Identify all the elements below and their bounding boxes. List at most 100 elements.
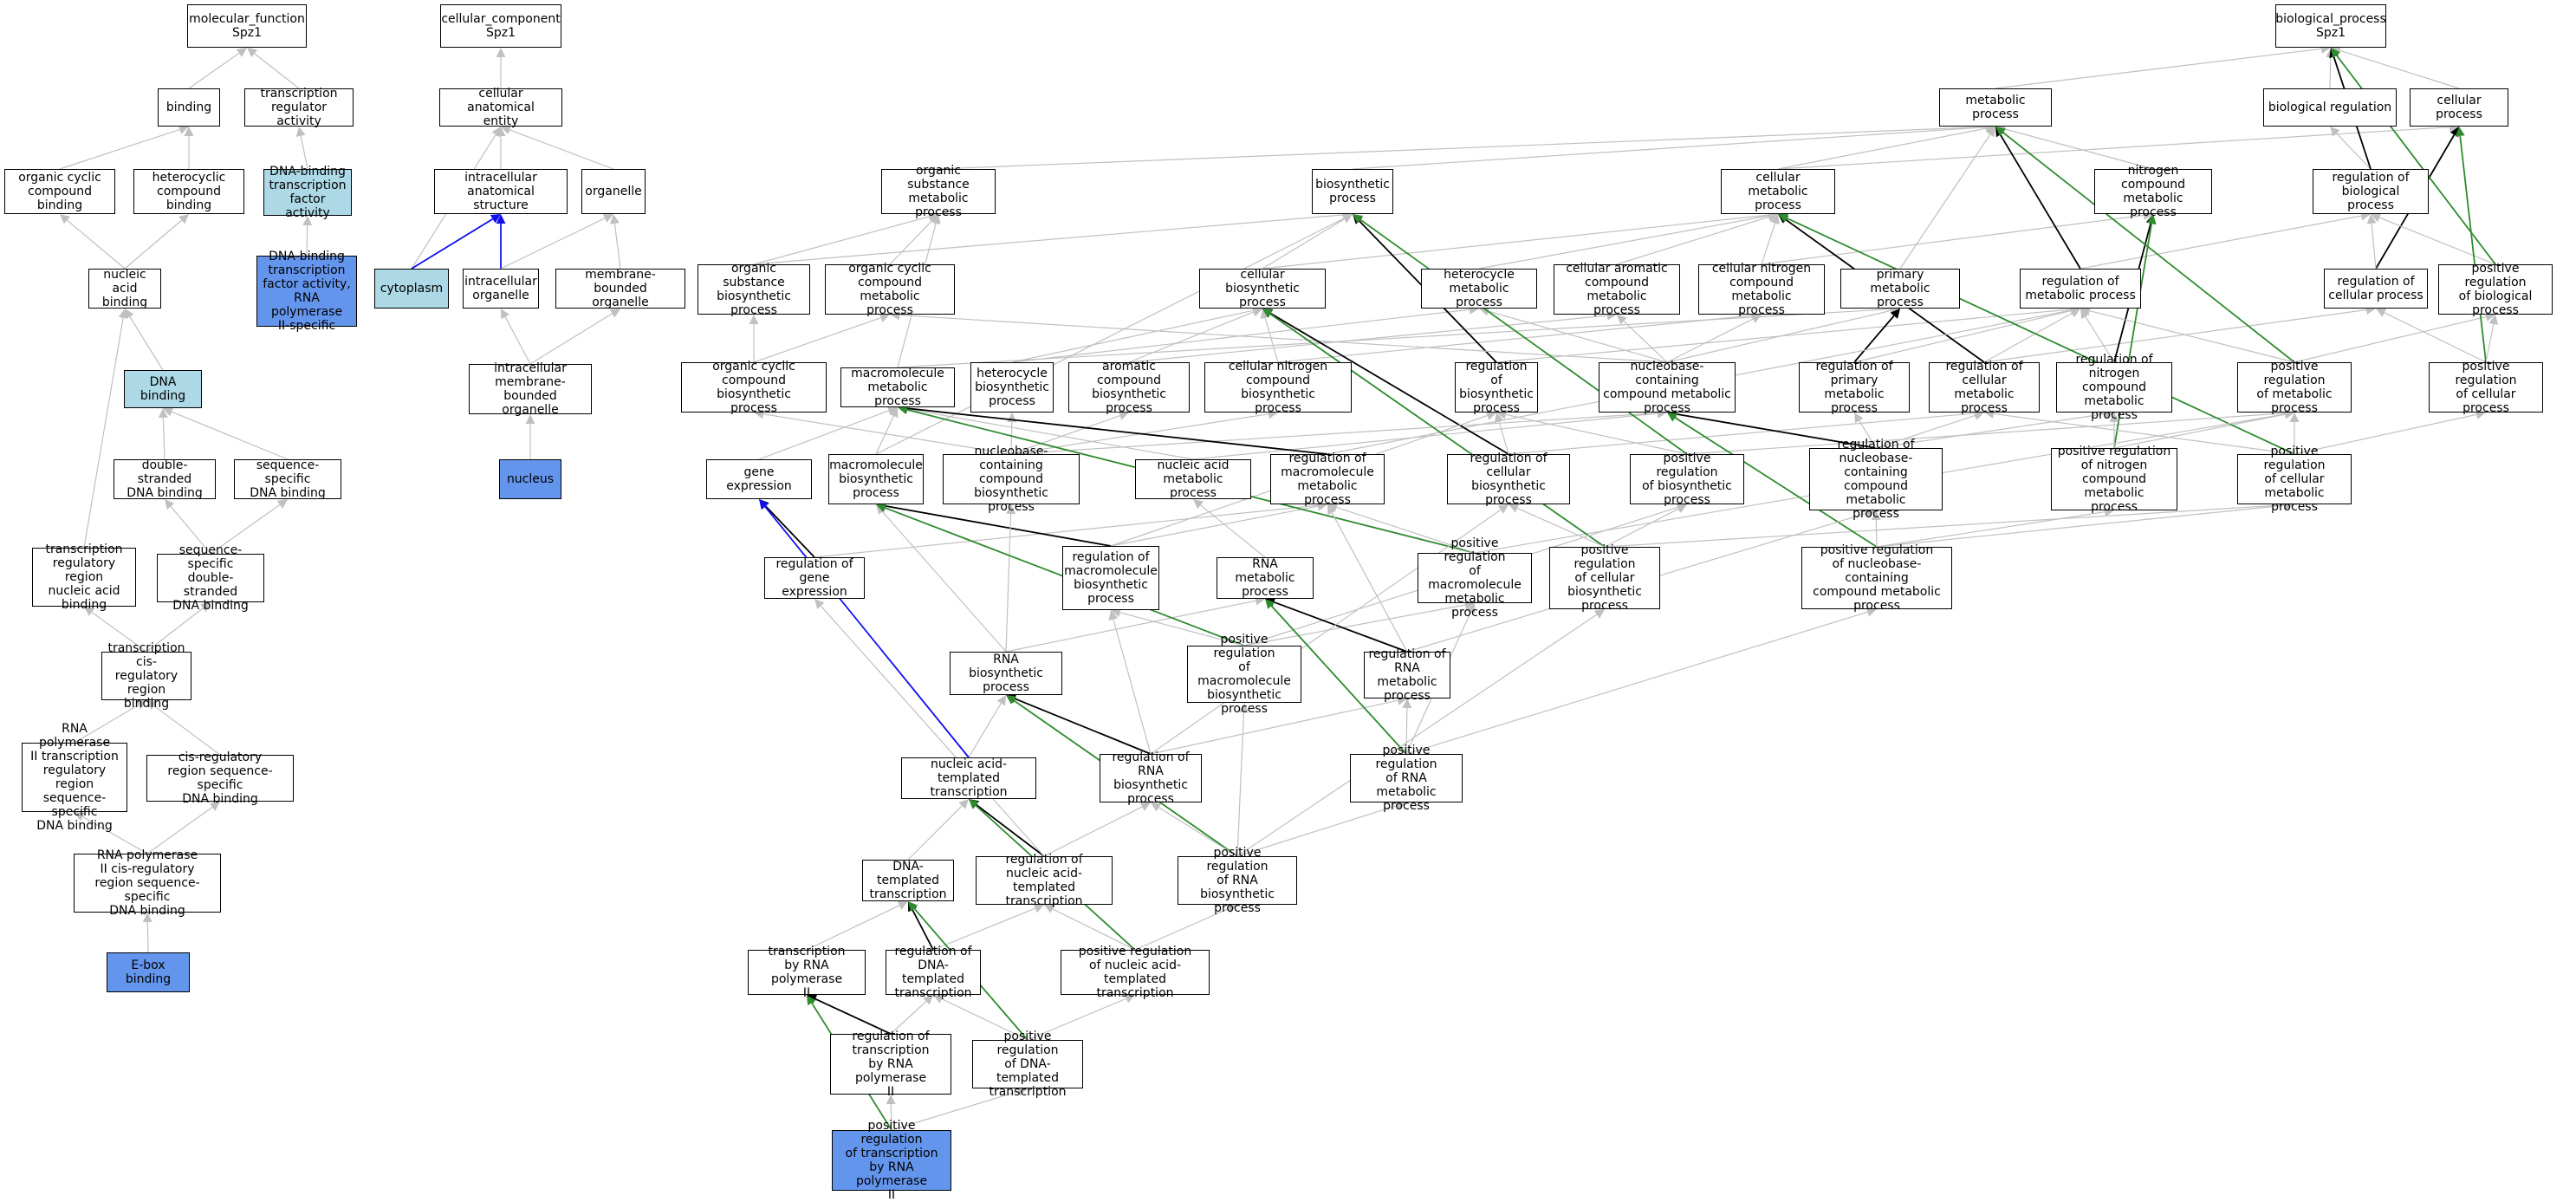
- node-regulation-of-transcription-by-rna-polymerase-ii[interactable]: regulation of transcription by RNA polym…: [830, 1030, 951, 1099]
- node-regulation-of-macromolecule-metabolic-process[interactable]: regulation of macromolecule metabolic pr…: [1270, 452, 1385, 507]
- node-positive-regulation-of-metabolic-process[interactable]: positive regulation of metabolic process: [2237, 360, 2352, 415]
- node-regulation-of-nitrogen-compound-metabolic-process[interactable]: regulation of nitrogen compound metaboli…: [2056, 353, 2172, 422]
- node-cytoplasm[interactable]: cytoplasm: [374, 269, 449, 309]
- node-membrane-bounded-organelle[interactable]: membrane-bounded organelle: [555, 268, 685, 309]
- node-positive-regulation-of-biosynthetic-process[interactable]: positive regulation of biosynthetic proc…: [1630, 452, 1744, 507]
- node-nucleic-acid-metabolic-process[interactable]: nucleic acid metabolic process: [1135, 458, 1251, 500]
- node-dna-templated-transcription[interactable]: DNA-templated transcription: [862, 860, 954, 901]
- node-intracellular-organelle[interactable]: intracellular organelle: [463, 269, 539, 309]
- node-positive-regulation-of-macromolecule-metabolic-process[interactable]: positive regulation of macromolecule met…: [1418, 536, 1532, 620]
- node-positive-regulation-of-dna-templated-transcription[interactable]: positive regulation of DNA-templated tra…: [972, 1030, 1083, 1099]
- node-macromolecule-biosynthetic-process[interactable]: macromolecule biosynthetic process: [828, 454, 924, 504]
- edge-arrowhead: [1767, 212, 1778, 222]
- node-biological-process[interactable]: biological_process Spz1: [2275, 4, 2386, 48]
- node-regulation-of-metabolic-process[interactable]: regulation of metabolic process: [2020, 269, 2141, 309]
- node-sequence-specific-double-stranded-dna-binding[interactable]: sequence-specific double-stranded DNA bi…: [157, 543, 264, 613]
- node-regulation-of-gene-expression[interactable]: regulation of gene expression: [764, 557, 865, 599]
- node-rnap2-cis-regulatory-region-sequence-specific-dna-binding[interactable]: RNA polymerase II cis-regulatory region …: [74, 848, 221, 918]
- node-biosynthetic-process[interactable]: biosynthetic process: [1312, 169, 1393, 214]
- node-cellular-biosynthetic-process[interactable]: cellular biosynthetic process: [1199, 268, 1326, 309]
- node-e-box-binding[interactable]: E-box binding: [107, 952, 190, 992]
- node-metabolic-process[interactable]: metabolic process: [1939, 88, 2052, 127]
- node-primary-metabolic-process[interactable]: primary metabolic process: [1840, 268, 1960, 309]
- node-organelle[interactable]: organelle: [581, 169, 646, 214]
- node-nucleobase-containing-compound-metabolic-process[interactable]: nucleobase-containing compound metabolic…: [1599, 360, 1736, 415]
- node-intracellular-membrane-bounded-organelle[interactable]: intracellular membrane-bounded organelle: [469, 361, 592, 417]
- node-organic-cyclic-compound-metabolic-process[interactable]: organic cyclic compound metabolic proces…: [825, 262, 955, 317]
- edge-line: [1666, 309, 1891, 363]
- node-organic-substance-biosynthetic-process[interactable]: organic substance biosynthetic process: [698, 262, 810, 317]
- node-double-stranded-dna-binding[interactable]: double-stranded DNA binding: [114, 458, 216, 500]
- node-organic-cyclic-compound-binding[interactable]: organic cyclic compound binding: [4, 169, 115, 214]
- node-intracellular-anatomical-structure[interactable]: intracellular anatomical structure: [434, 169, 568, 214]
- node-heterocycle-metabolic-process[interactable]: heterocycle metabolic process: [1421, 268, 1537, 309]
- node-binding[interactable]: binding: [158, 88, 220, 127]
- node-cellular-aromatic-compound-metabolic-process[interactable]: cellular aromatic compound metabolic pro…: [1554, 262, 1680, 317]
- node-cellular-anatomical-entity[interactable]: cellular anatomical entity: [439, 87, 562, 128]
- node-dna-binding[interactable]: DNA binding: [124, 370, 202, 408]
- node-positive-regulation-of-nucleobase-containing-compound-metabolic-process[interactable]: positive regulation of nucleobase-contai…: [1801, 543, 1952, 613]
- node-regulation-of-biological-process[interactable]: regulation of biological process: [2313, 169, 2429, 214]
- node-regulation-of-rna-metabolic-process[interactable]: regulation of RNA metabolic process: [1364, 647, 1450, 703]
- node-positive-regulation-of-macromolecule-biosynthetic-process[interactable]: positive regulation of macromolecule bio…: [1187, 633, 1301, 716]
- edge-line: [146, 921, 149, 953]
- node-regulation-of-cellular-process[interactable]: regulation of cellular process: [2324, 269, 2428, 309]
- node-heterocycle-biosynthetic-process[interactable]: heterocycle biosynthetic process: [970, 362, 1054, 413]
- node-rna-metabolic-process[interactable]: RNA metabolic process: [1217, 557, 1314, 599]
- node-regulation-of-cellular-biosynthetic-process[interactable]: regulation of cellular biosynthetic proc…: [1447, 452, 1570, 507]
- edge-line: [753, 317, 881, 363]
- node-transcription-cis-regulatory-region-binding[interactable]: transcription cis-regulatory region bind…: [101, 641, 191, 711]
- node-positive-regulation-of-cellular-metabolic-process[interactable]: positive regulation of cellular metaboli…: [2237, 445, 2352, 514]
- edge-arrowhead: [1395, 801, 1406, 810]
- node-positive-regulation-of-cellular-process[interactable]: positive regulation of cellular process: [2429, 360, 2543, 415]
- edge-line: [875, 218, 1345, 455]
- node-positive-regulation-of-nitrogen-compound-metabolic-process[interactable]: positive regulation of nitrogen compound…: [2051, 445, 2177, 514]
- node-regulation-of-macromolecule-biosynthetic-process[interactable]: regulation of macromolecule biosynthetic…: [1062, 546, 1159, 610]
- node-gene-expression[interactable]: gene expression: [706, 459, 812, 499]
- node-positive-regulation-of-rna-metabolic-process[interactable]: positive regulation of RNA metabolic pro…: [1350, 744, 1463, 813]
- node-regulation-of-primary-metabolic-process[interactable]: regulation of primary metabolic process: [1799, 360, 1910, 415]
- node-dna-binding-tf-activity-rnap2[interactable]: DNA-binding transcription factor activit…: [256, 250, 357, 333]
- node-biological-regulation[interactable]: biological regulation: [2263, 88, 2397, 127]
- node-aromatic-compound-biosynthetic-process[interactable]: aromatic compound biosynthetic process: [1068, 360, 1190, 415]
- node-positive-regulation-of-transcription-by-rna-polymerase-ii[interactable]: positive regulation of transcription by …: [832, 1119, 951, 1202]
- node-sequence-specific-dna-binding[interactable]: sequence-specific DNA binding: [234, 458, 341, 500]
- node-regulation-of-nucleobase-containing-compound-metabolic-process[interactable]: regulation of nucleobase-containing comp…: [1809, 438, 1943, 521]
- node-transcription-regulator-activity[interactable]: transcription regulator activity: [244, 87, 354, 128]
- node-regulation-of-rna-biosynthetic-process[interactable]: regulation of RNA biosynthetic process: [1100, 750, 1202, 806]
- node-cellular-component[interactable]: cellular_component Spz1: [440, 4, 561, 48]
- node-nucleic-acid-templated-transcription[interactable]: nucleic acid-templated transcription: [901, 757, 1036, 799]
- node-cis-regulatory-region-sequence-specific-dna-binding[interactable]: cis-regulatory region sequence-specific …: [146, 750, 294, 806]
- edge-line: [300, 135, 308, 170]
- node-cellular-metabolic-process[interactable]: cellular metabolic process: [1721, 169, 1835, 214]
- node-rnap2-tr-region-sequence-specific-dna-binding[interactable]: RNA polymerase II transcription regulato…: [22, 722, 127, 833]
- node-rna-biosynthetic-process[interactable]: RNA biosynthetic process: [950, 652, 1062, 695]
- node-organic-substance-metabolic-process[interactable]: organic substance metabolic process: [881, 164, 996, 219]
- node-regulation-of-nucleic-acid-templated-transcription[interactable]: regulation of nucleic acid-templated tra…: [976, 853, 1113, 908]
- edge-line: [1623, 321, 1668, 363]
- node-macromolecule-metabolic-process[interactable]: macromolecule metabolic process: [840, 367, 955, 408]
- node-positive-regulation-of-rna-biosynthetic-process[interactable]: positive regulation of RNA biosynthetic …: [1178, 846, 1297, 915]
- node-transcription-by-rna-polymerase-ii[interactable]: transcription by RNA polymerase II: [748, 945, 866, 1000]
- node-positive-regulation-of-nucleic-acid-templated-transcription[interactable]: positive regulation of nucleic acid-temp…: [1061, 945, 1210, 1000]
- node-cellular-nitrogen-compound-metabolic-process[interactable]: cellular nitrogen compound metabolic pro…: [1698, 262, 1825, 317]
- node-organic-cyclic-compound-biosynthetic-process[interactable]: organic cyclic compound biosynthetic pro…: [681, 360, 827, 415]
- edge-line: [1236, 614, 1598, 857]
- node-molecular-function[interactable]: molecular_function Spz1: [187, 4, 307, 48]
- node-cellular-nitrogen-compound-biosynthetic-process[interactable]: cellular nitrogen compound biosynthetic …: [1204, 360, 1352, 415]
- node-regulation-of-dna-templated-transcription[interactable]: regulation of DNA-templated transcriptio…: [886, 945, 981, 1000]
- node-heterocyclic-compound-binding[interactable]: heterocyclic compound binding: [133, 169, 244, 214]
- node-regulation-of-cellular-metabolic-process[interactable]: regulation of cellular metabolic process: [1929, 360, 2040, 415]
- node-transcription-regulatory-region-nucleic-acid-binding[interactable]: transcription regulatory region nucleic …: [32, 543, 136, 612]
- edge-arrowhead: [814, 599, 825, 609]
- node-nucleus[interactable]: nucleus: [499, 459, 561, 499]
- node-positive-regulation-of-biological-process[interactable]: positive regulation of biological proces…: [2438, 262, 2553, 317]
- node-nucleic-acid-binding[interactable]: nucleic acid binding: [88, 268, 161, 309]
- node-cellular-process[interactable]: cellular process: [2410, 88, 2508, 127]
- node-positive-regulation-of-cellular-biosynthetic-process[interactable]: positive regulation of cellular biosynth…: [1549, 543, 1660, 613]
- node-regulation-of-biosynthetic-process[interactable]: regulation of biosynthetic process: [1455, 360, 1538, 415]
- node-nucleobase-containing-compound-biosynthetic-process[interactable]: nucleobase-containing compound biosynthe…: [943, 445, 1080, 514]
- node-nitrogen-compound-metabolic-process[interactable]: nitrogen compound metabolic process: [2094, 164, 2212, 219]
- node-dna-binding-tf-activity[interactable]: DNA-binding transcription factor activit…: [263, 165, 352, 220]
